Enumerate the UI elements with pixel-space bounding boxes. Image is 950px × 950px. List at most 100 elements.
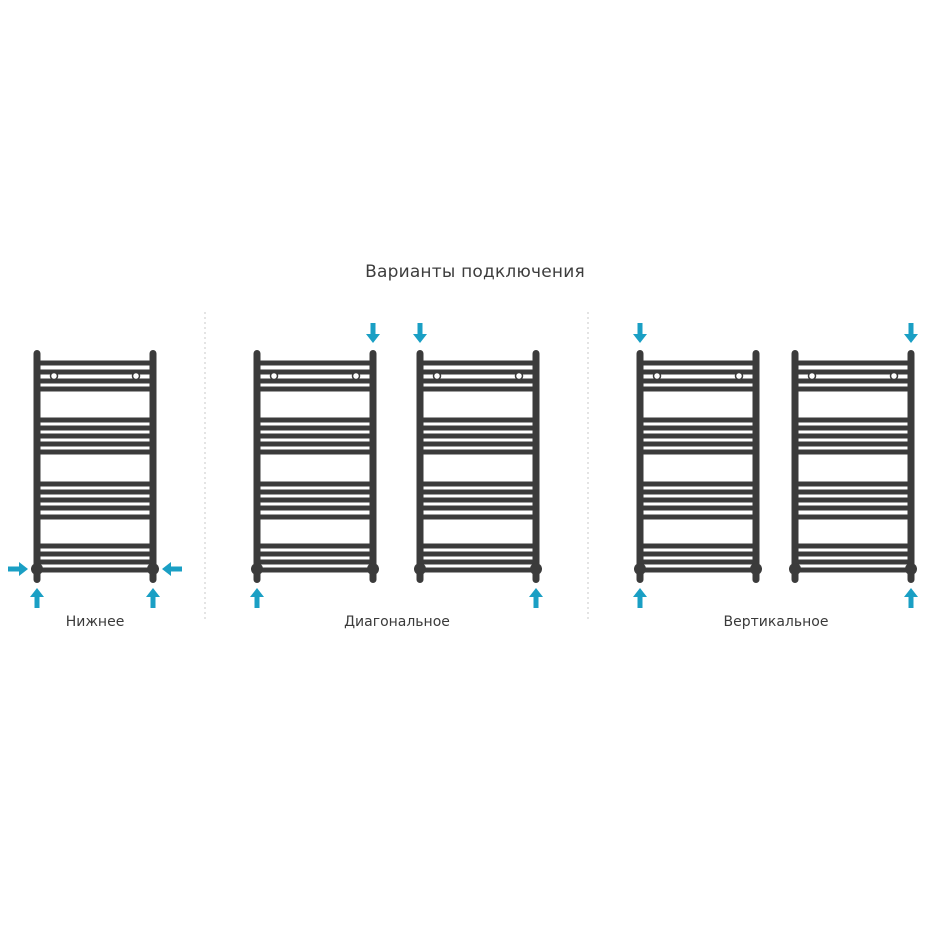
radiator-crossbar	[257, 551, 373, 557]
mounting-hole	[734, 371, 744, 381]
radiator-crossbar	[795, 386, 911, 392]
connection-port	[634, 563, 646, 575]
radiator-crossbar	[257, 433, 373, 439]
radiator-crossbar	[795, 481, 911, 487]
radiator-crossbar	[640, 505, 756, 511]
mounting-hole	[131, 371, 141, 381]
radiator-crossbar	[795, 449, 911, 455]
radiator-crossbar	[795, 543, 911, 549]
radiator-crossbar	[420, 567, 536, 573]
connection-port	[905, 563, 917, 575]
radiator-right-riser	[369, 350, 377, 583]
arrow-up-icon	[633, 588, 647, 608]
radiator-crossbar	[795, 567, 911, 573]
radiator-crossbar	[37, 551, 153, 557]
radiator-crossbar	[37, 514, 153, 520]
arrow-down-icon	[633, 323, 647, 343]
radiator-crossbar	[795, 505, 911, 511]
radiator-right-riser	[907, 350, 915, 583]
radiator-right-riser	[532, 350, 540, 583]
radiator-crossbar	[795, 489, 911, 495]
radiator-crossbar	[420, 489, 536, 495]
radiator-crossbar	[37, 449, 153, 455]
radiator-crossbar	[257, 378, 373, 384]
radiator-crossbar	[420, 360, 536, 366]
radiator-crossbar	[795, 497, 911, 503]
radiator-crossbar	[795, 433, 911, 439]
radiator-crossbar	[420, 481, 536, 487]
radiator-crossbar	[257, 386, 373, 392]
radiator-crossbar	[795, 369, 911, 375]
radiator-crossbar	[257, 567, 373, 573]
radiator-crossbar	[420, 551, 536, 557]
radiator-crossbar	[640, 559, 756, 565]
radiator-crossbar	[420, 386, 536, 392]
mounting-hole	[49, 371, 59, 381]
radiator-crossbar	[640, 360, 756, 366]
label-diagonal-connection: Диагональное	[344, 614, 450, 630]
radiator-crossbar	[420, 378, 536, 384]
radiator-crossbar	[640, 386, 756, 392]
radiator-crossbar	[37, 489, 153, 495]
arrow-up-icon	[146, 588, 160, 608]
radiator-crossbar	[37, 425, 153, 431]
radiator-crossbar	[37, 559, 153, 565]
radiator-crossbar	[257, 360, 373, 366]
section-dividers	[204, 312, 589, 620]
arrow-up-icon	[250, 588, 264, 608]
radiator-crossbar	[37, 433, 153, 439]
radiator-crossbar	[37, 417, 153, 423]
radiator-crossbar	[257, 489, 373, 495]
arrow-up-icon	[30, 588, 44, 608]
radiator-right-riser	[752, 350, 760, 583]
radiator-crossbar	[37, 360, 153, 366]
radiator-crossbar	[640, 497, 756, 503]
radiator-crossbar	[640, 449, 756, 455]
label-bottom-connection: Нижнее	[65, 614, 125, 630]
connection-port	[530, 563, 542, 575]
towel-radiator-1	[31, 350, 159, 583]
arrow-down-icon	[366, 323, 380, 343]
radiator-left-riser	[416, 350, 424, 583]
radiator-crossbar	[420, 505, 536, 511]
connection-port	[31, 563, 43, 575]
mounting-hole	[432, 371, 442, 381]
radiator-crossbar	[795, 514, 911, 520]
flow-arrows	[8, 323, 918, 608]
radiator-crossbar	[795, 425, 911, 431]
radiator-crossbar	[257, 559, 373, 565]
towel-radiator-5	[789, 350, 917, 583]
radiator-crossbar	[257, 505, 373, 511]
radiator-left-riser	[791, 350, 799, 583]
radiator-crossbar	[257, 543, 373, 549]
connection-port	[750, 563, 762, 575]
radiator-crossbar	[640, 543, 756, 549]
radiator-crossbar	[420, 369, 536, 375]
radiator-crossbar	[795, 551, 911, 557]
radiator-crossbar	[795, 559, 911, 565]
mounting-hole	[889, 371, 899, 381]
radiator-right-riser	[149, 350, 157, 583]
radiators	[31, 350, 917, 583]
towel-radiator-3	[414, 350, 542, 583]
arrow-up-icon	[529, 588, 543, 608]
radiator-crossbar	[420, 497, 536, 503]
arrow-down-icon	[413, 323, 427, 343]
connection-port	[789, 563, 801, 575]
radiator-crossbar	[257, 441, 373, 447]
connection-port	[414, 563, 426, 575]
radiator-crossbar	[640, 567, 756, 573]
label-vertical-connection: Вертикальное	[723, 614, 829, 630]
radiator-left-riser	[33, 350, 41, 583]
radiator-crossbar	[420, 449, 536, 455]
radiator-crossbar	[640, 514, 756, 520]
radiator-crossbar	[37, 369, 153, 375]
radiator-crossbar	[37, 481, 153, 487]
mounting-hole	[807, 371, 817, 381]
radiator-left-riser	[636, 350, 644, 583]
radiator-crossbar	[795, 417, 911, 423]
towel-radiator-4	[634, 350, 762, 583]
arrow-right-icon	[8, 562, 28, 576]
radiator-crossbar	[420, 441, 536, 447]
